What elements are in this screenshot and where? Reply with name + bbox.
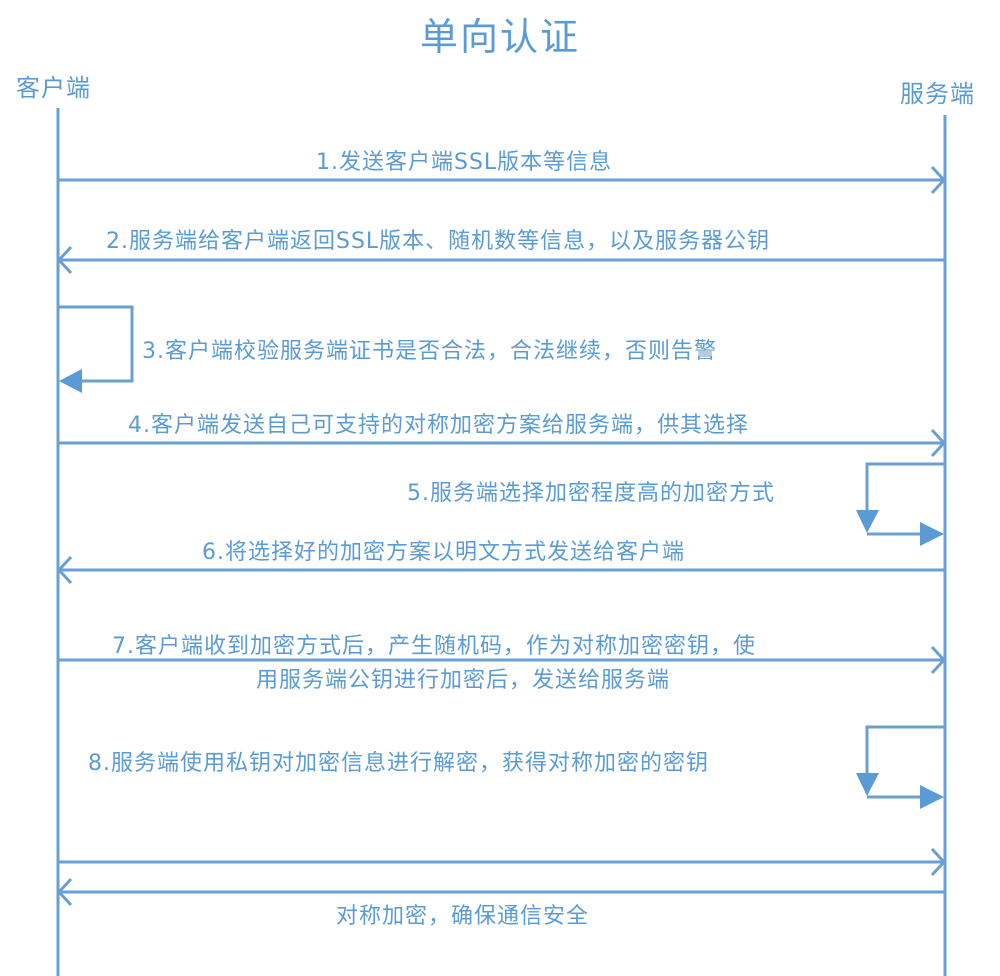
open-arrowhead-icon (930, 847, 947, 877)
filled-arrowhead-icon (856, 510, 879, 533)
open-arrowhead-icon (930, 165, 947, 195)
message-label-2: 2.服务端给客户端返回SSL版本、随机数等信息，以及服务器公钥 (106, 229, 771, 254)
open-arrowhead-icon (56, 245, 73, 275)
filled-arrowhead-icon (920, 522, 944, 546)
message-arrow-10 (56, 877, 945, 907)
open-arrowhead-icon (930, 645, 947, 675)
message-arrow-8-self-loop (856, 725, 945, 809)
filled-arrowhead-icon (856, 773, 879, 796)
message-label-5: 5.服务端选择加密程度高的加密方式 (407, 481, 775, 506)
diagram-title: 单向认证 (419, 15, 580, 59)
actor-client-label: 客户端 (16, 74, 91, 102)
message-label-10: 对称加密，确保通信安全 (336, 904, 590, 929)
message-arrow-6 (56, 555, 945, 585)
message-label-8: 8.服务端使用私钥对加密信息进行解密，获得对称加密的密钥 (88, 751, 709, 776)
message-arrow-4 (58, 428, 947, 458)
message-label-4: 4.客户端发送自己可支持的对称加密方案给服务端，供其选择 (128, 413, 749, 438)
message-label-7-line2: 用服务端公钥进行加密后，发送给服务端 (256, 668, 671, 693)
message-label-3: 3.客户端校验服务端证书是否合法，合法继续，否则告警 (142, 339, 717, 364)
message-label-7-line1: 7.客户端收到加密方式后，产生随机码，作为对称加密密钥，使 (112, 634, 756, 659)
message-arrow-9 (58, 847, 947, 877)
message-label-6: 6.将选择好的加密方案以明文方式发送给客户端 (202, 540, 685, 565)
filled-arrowhead-icon (59, 369, 82, 393)
message-arrow-7 (58, 645, 947, 675)
message-label-1: 1.发送客户端SSL版本等信息 (316, 150, 613, 175)
message-arrow-1 (58, 165, 947, 195)
message-arrow-5-self-loop (856, 462, 945, 546)
open-arrowhead-icon (930, 428, 947, 458)
message-arrow-3-self-loop (58, 305, 134, 393)
filled-arrowhead-icon (920, 785, 944, 809)
open-arrowhead-icon (56, 555, 73, 585)
actor-server-label: 服务端 (900, 80, 975, 108)
message-arrow-2 (56, 245, 945, 275)
open-arrowhead-icon (56, 877, 73, 907)
